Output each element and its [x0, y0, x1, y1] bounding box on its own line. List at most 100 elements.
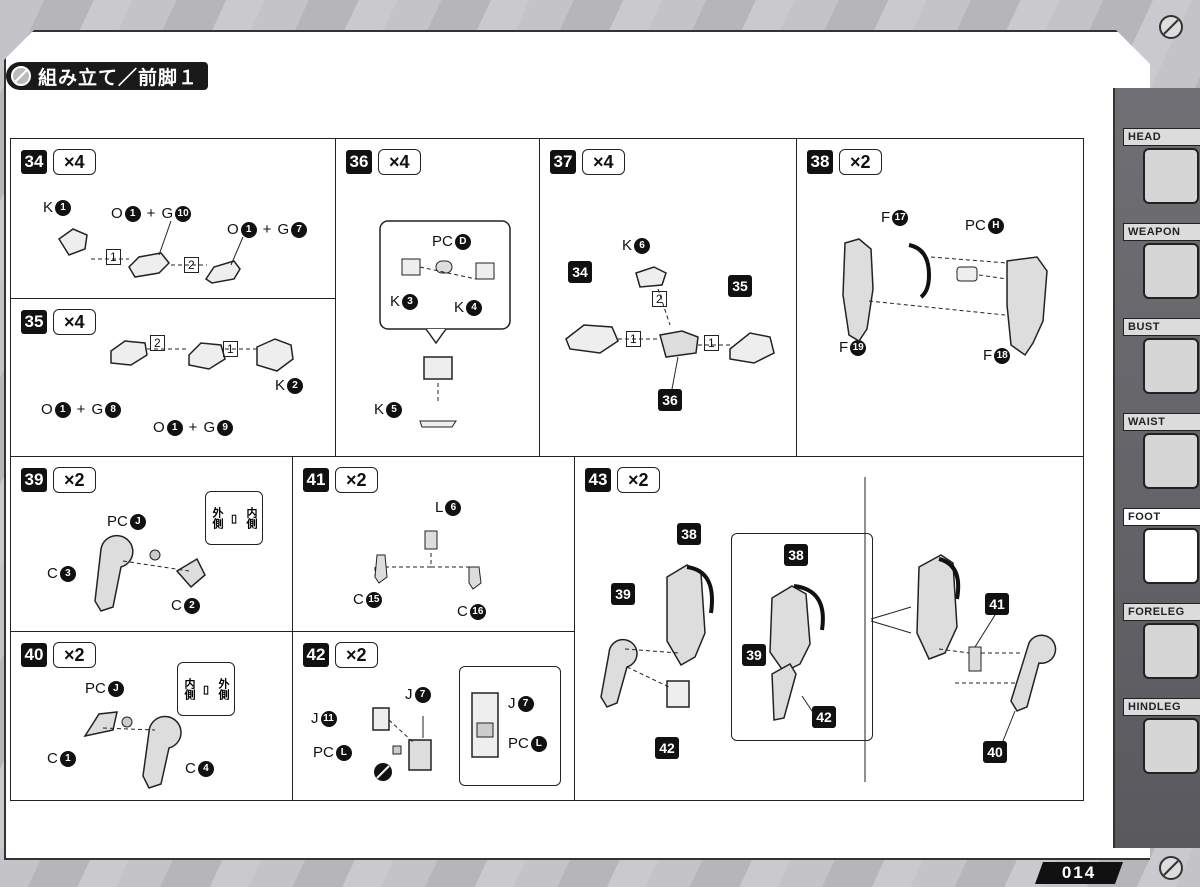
bust-icon [1143, 338, 1199, 394]
step-ref-badge: 34 [568, 261, 592, 283]
sidebar-tab-weapon[interactable]: WEAPON [1123, 223, 1200, 303]
step-ref-badge: 39 [742, 644, 766, 666]
step-number: 38 [807, 150, 833, 174]
order-marker: 2 [184, 257, 199, 273]
step-number: 35 [21, 310, 47, 334]
foot-icon [1143, 528, 1199, 584]
parts-illustration [565, 266, 775, 390]
orientation-inset: 内側▯外側 [177, 662, 235, 716]
parts-illustration [374, 530, 482, 590]
sidebar-tab-hindleg[interactable]: HINDLEG [1123, 698, 1200, 778]
parts-illustration [372, 707, 432, 781]
step-number: 39 [21, 468, 47, 492]
foreleg-icon [1143, 623, 1199, 679]
parts-illustration [842, 238, 1048, 357]
gear-icon [1159, 15, 1183, 39]
parts-illustration [769, 584, 825, 721]
order-marker: 1 [626, 331, 641, 347]
waist-icon [1143, 433, 1199, 489]
orientation-inset: 外側▯内側 [205, 491, 263, 545]
parts-illustration [600, 477, 1057, 782]
page-number: 014 [1035, 862, 1123, 884]
step-ref-badge: 42 [812, 706, 836, 728]
step-multiplier: ×4 [582, 149, 625, 175]
step-ref-badge: 42 [655, 737, 679, 759]
head-icon [1143, 148, 1199, 204]
step-number: 34 [21, 150, 47, 174]
sidebar-tab-head[interactable]: HEAD [1123, 128, 1200, 208]
step-number: 40 [21, 643, 47, 667]
section-sidebar: HEAD WEAPON BUST WAIST FOOT FORELEG HIND… [1113, 88, 1200, 848]
page-title: 組み立て／前脚１ [38, 67, 199, 89]
step-number: 37 [550, 150, 576, 174]
order-marker: 1 [106, 249, 121, 265]
step-multiplier: ×2 [335, 467, 378, 493]
step-multiplier: ×2 [839, 149, 882, 175]
step-number: 41 [303, 468, 329, 492]
step-multiplier: ×2 [53, 642, 96, 668]
sidebar-tab-waist[interactable]: WAIST [1123, 413, 1200, 493]
step-ref-badge: 38 [784, 544, 808, 566]
assembled-view-inset: 38 39 42 [731, 533, 873, 741]
step-ref-badge: 38 [677, 523, 701, 545]
step-ref-badge: 40 [983, 741, 1007, 763]
gear-icon [1159, 856, 1183, 880]
sidebar-tab-bust[interactable]: BUST [1123, 318, 1200, 398]
parts-illustration [379, 220, 511, 428]
sidebar-tab-foreleg[interactable]: FORELEG [1123, 603, 1200, 683]
weapon-icon [1143, 243, 1199, 299]
parts-illustration [471, 692, 499, 758]
sidebar-tab-foot[interactable]: FOOT [1123, 508, 1200, 588]
step-number: 43 [585, 468, 611, 492]
order-marker: 1 [704, 335, 719, 351]
step-multiplier: ×4 [53, 309, 96, 335]
order-marker: 1 [223, 341, 238, 357]
step-multiplier: ×2 [617, 467, 660, 493]
order-marker: 2 [150, 335, 165, 351]
section-title-bar: 組み立て／前脚１ [6, 62, 209, 90]
step-ref-badge: 35 [728, 275, 752, 297]
parts-illustration [83, 711, 182, 789]
step-multiplier: ×2 [53, 467, 96, 493]
step-ref-badge: 41 [985, 593, 1009, 615]
step-multiplier: ×2 [335, 642, 378, 668]
step-ref-badge: 39 [611, 583, 635, 605]
step-number: 36 [346, 150, 372, 174]
order-marker: 2 [652, 291, 667, 307]
